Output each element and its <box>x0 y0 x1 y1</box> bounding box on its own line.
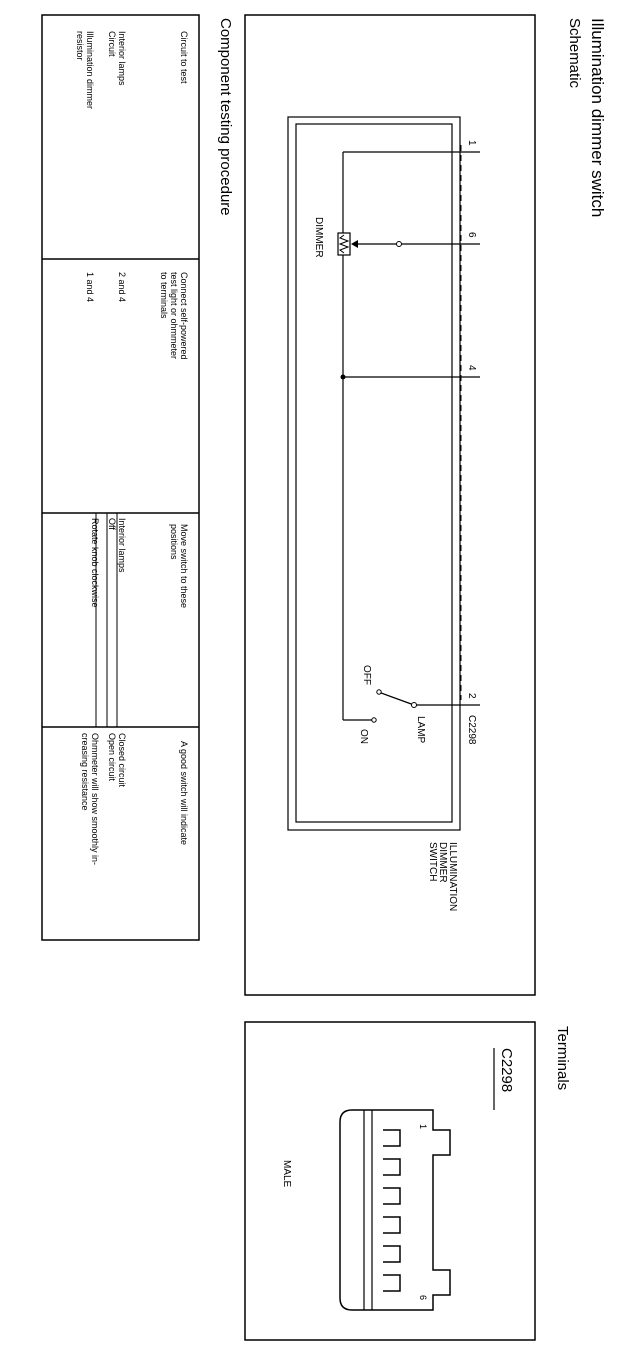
header-connect-line-3: to terminals <box>159 272 169 319</box>
switch-outline-outer <box>287 116 461 831</box>
pin-6-label: 6 <box>466 232 477 238</box>
header-indicate: A good switch will indicate <box>179 741 189 845</box>
row1-result-1: Closed circuit <box>117 733 127 788</box>
header-circuit: Circuit to test <box>179 31 189 84</box>
terminals-frame <box>244 1021 536 1341</box>
terminal-cavity-5 <box>383 1245 401 1263</box>
terminal-gender: MALE <box>281 1160 292 1188</box>
switch-name-line-2: DIMMER <box>437 842 448 883</box>
connector-body <box>339 1109 451 1311</box>
header-connect-line-1: Connect self-powered <box>179 272 189 360</box>
pin-4-label: 4 <box>466 365 477 371</box>
wiper-arrow <box>351 240 358 248</box>
switch-name-line-1: ILLUMINATION <box>447 842 458 911</box>
switch-on-contact <box>371 717 377 723</box>
terminal-cavity-6 <box>383 1274 401 1292</box>
terminal-cavity-4 <box>383 1216 401 1234</box>
dimmer-zigzag <box>338 234 350 254</box>
terminal-cavity-2 <box>383 1158 401 1176</box>
terminal-cavity-1 <box>383 1129 401 1147</box>
pin-1-label: 1 <box>466 140 477 146</box>
switch-name-line-3: SWITCH <box>427 842 438 881</box>
terminal-pin-last: 6 <box>418 1295 428 1300</box>
schematic-heading: Schematic <box>566 18 583 89</box>
schematic-diagram: 1 DIMMER 6 4 2 C2298 OFF LAMP ON ILLUMIN… <box>244 14 536 996</box>
row1-circuit-line-1: Interior lamps <box>117 31 127 86</box>
procedure-heading: Component testing procedure <box>217 18 234 216</box>
terminals-diagram: C2298 1 6 MALE <box>244 1021 536 1341</box>
off-label: OFF <box>361 665 372 685</box>
schematic-frame <box>244 14 536 996</box>
row2-circuit-line-2: resistor <box>75 31 85 61</box>
terminals-connector-label: C2298 <box>498 1048 515 1092</box>
switch-blade <box>380 692 415 706</box>
header-move-line-1: Move switch to these <box>179 524 189 608</box>
pin-4-junction <box>340 374 346 380</box>
pin-6-junction <box>396 241 402 247</box>
terminal-cavity-3 <box>383 1187 401 1205</box>
header-connect-line-2: test light or ohmmeter <box>169 272 179 359</box>
switch-outline-inner <box>295 123 453 823</box>
terminal-pin-first: 1 <box>418 1124 428 1129</box>
row2-result-1: Ohmmeter will show smoothly in- <box>90 733 100 865</box>
terminals-heading: Terminals <box>554 1026 571 1090</box>
switch-name: ILLUMINATION DIMMER SWITCH <box>427 842 458 911</box>
page-title: Illumination dimmer switch <box>588 18 607 217</box>
row1-terminals: 2 and 4 <box>117 272 127 302</box>
row1-position-1: Interior lamps <box>117 518 127 573</box>
switch-off-contact <box>376 689 382 695</box>
connector-label: C2298 <box>466 715 477 745</box>
row2-terminals: 1 and 4 <box>85 272 95 302</box>
lamp-label: LAMP <box>415 716 426 744</box>
row1-position-2: Off <box>107 518 117 530</box>
row1-circuit-line-2: Circuit <box>107 31 117 57</box>
row2-circuit-line-1: Illumination dimmer <box>85 31 95 109</box>
row2-result-2: creasing resistance <box>80 733 90 811</box>
dimmer-label: DIMMER <box>313 217 324 258</box>
table-frame <box>41 14 200 941</box>
row1-result-2: Open circuit <box>107 733 117 782</box>
header-move-line-2: positions <box>169 524 179 560</box>
procedure-table: Circuit to test Interior lamps Circuit I… <box>41 14 200 941</box>
row2-position-1: Rotate knob clockwise <box>90 518 100 608</box>
switch-pivot <box>411 702 417 708</box>
on-label: ON <box>358 729 369 744</box>
pin-2-label: 2 <box>466 693 477 699</box>
